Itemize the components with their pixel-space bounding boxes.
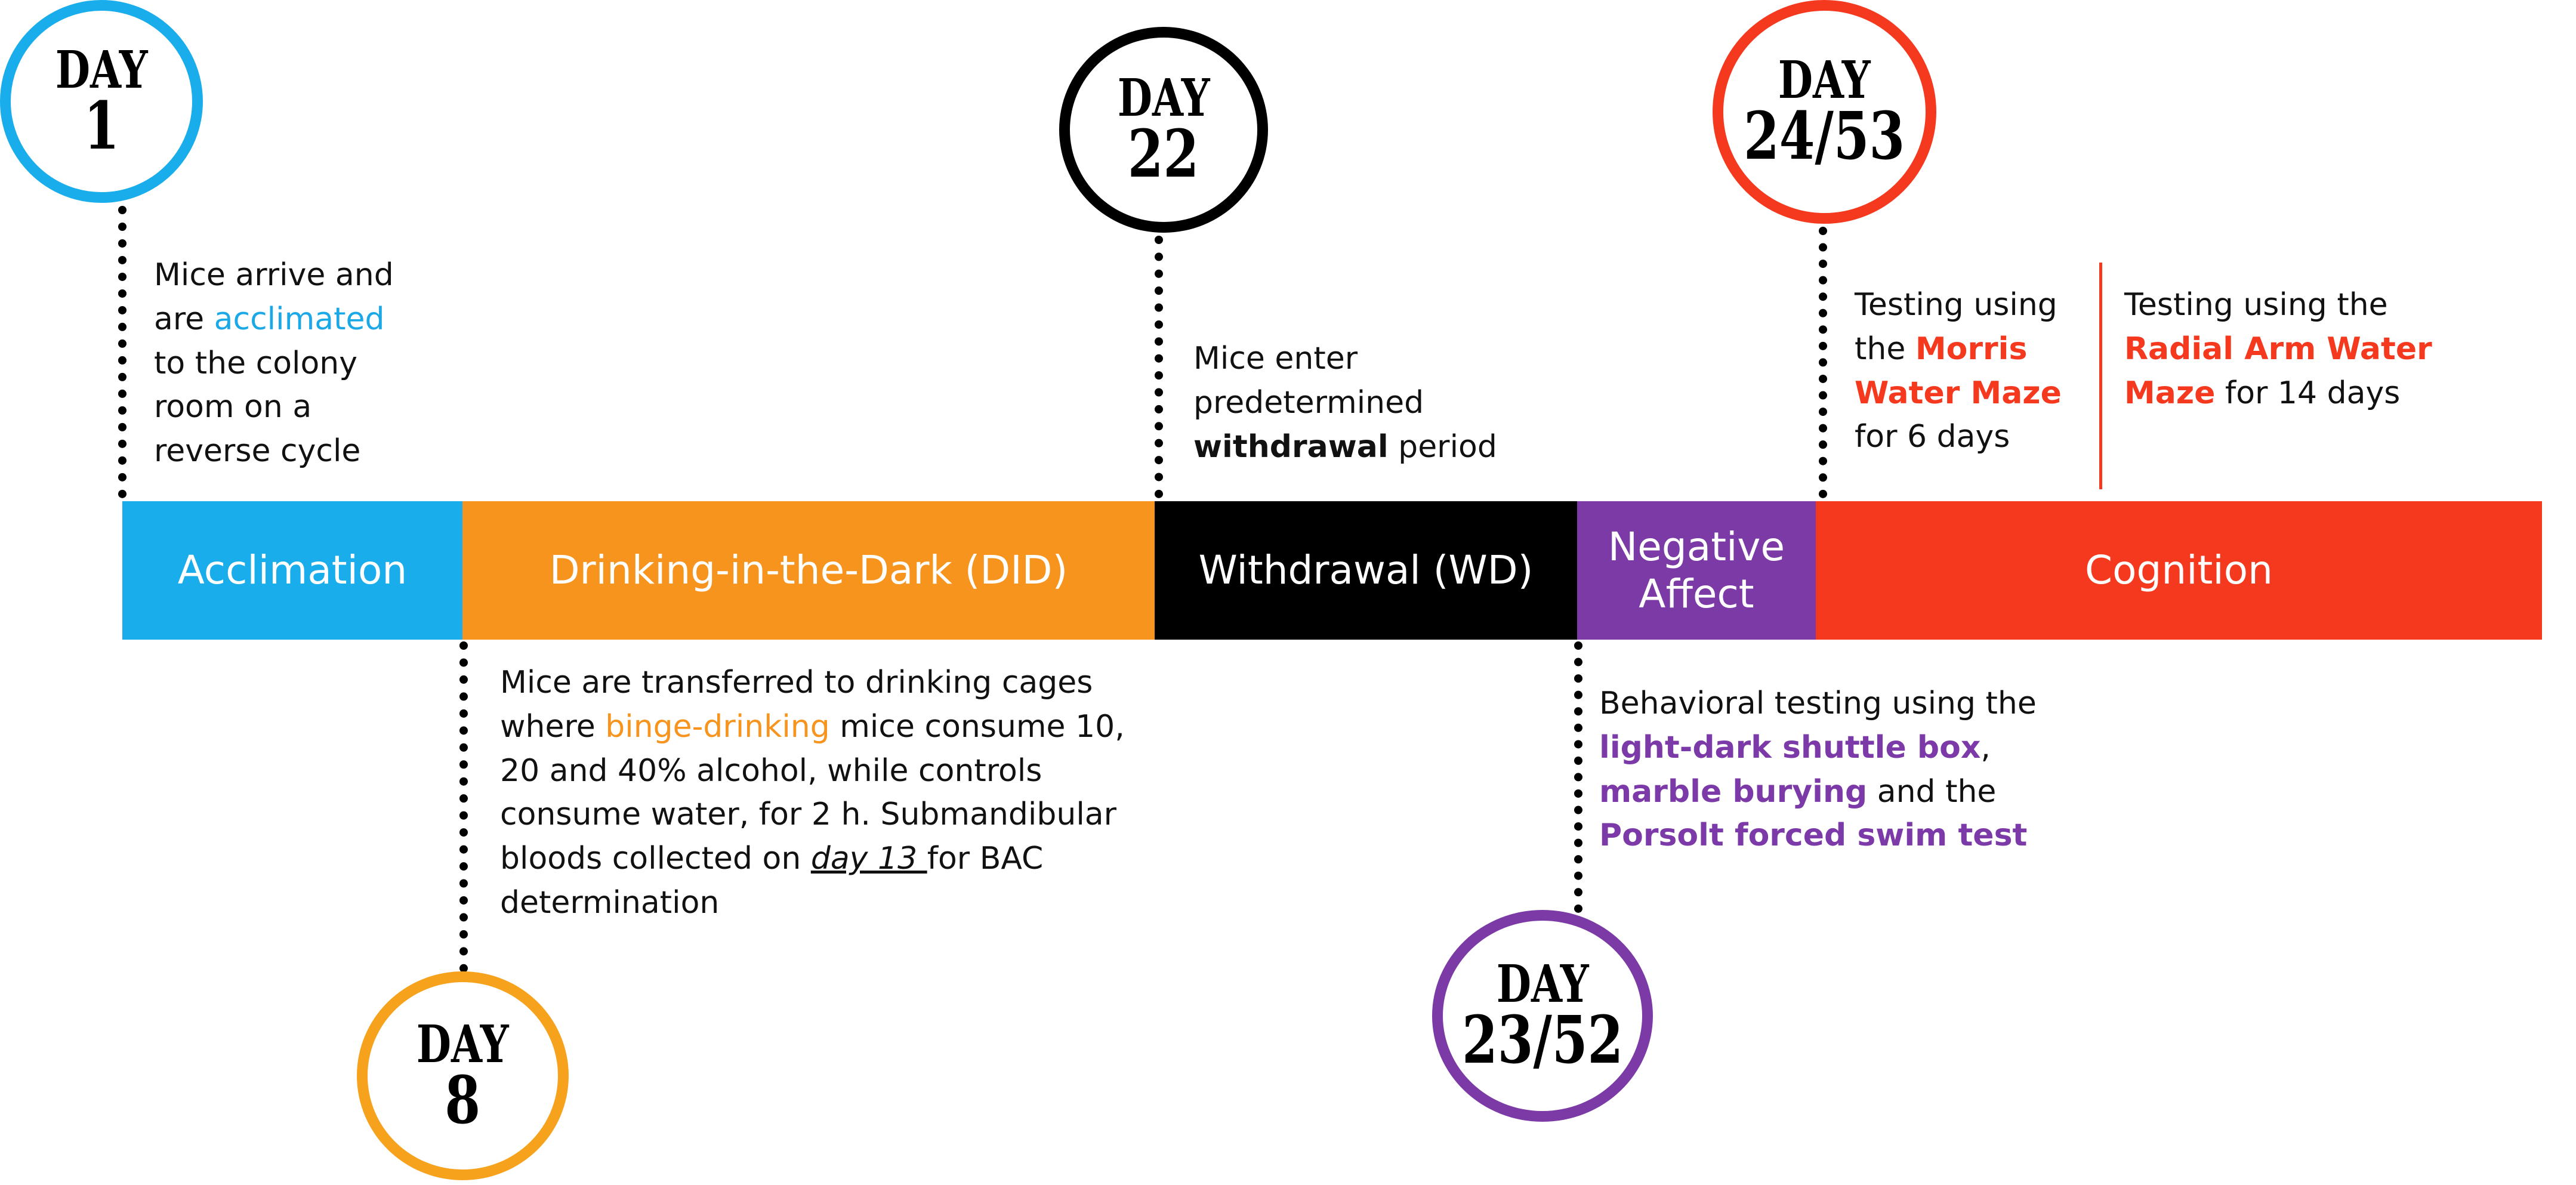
cognition-ram-note: Testing using the Radial Arm Water Maze … bbox=[2124, 283, 2432, 415]
note-highlight: acclimated bbox=[214, 301, 385, 337]
day-23-52-connector bbox=[1574, 641, 1582, 913]
note-line: Mice enter bbox=[1193, 341, 1358, 377]
day-24-53-marker: DAY 24/53 bbox=[1713, 0, 1936, 224]
note-line: Maze for 14 days bbox=[2124, 372, 2432, 416]
note-line: light-dark shuttle box, bbox=[1599, 726, 2037, 770]
note-highlight: Water Maze bbox=[1855, 375, 2062, 411]
day-23-52-label: DAY bbox=[1496, 954, 1589, 1015]
note-text: where bbox=[500, 708, 606, 745]
phase-negative-affect-label-2: Affect bbox=[1639, 571, 1754, 617]
phase-acclimation: Acclimation bbox=[122, 501, 462, 640]
note-highlight: Radial Arm Water bbox=[2124, 331, 2432, 367]
day-24-53-label: DAY bbox=[1778, 50, 1871, 111]
note-line: Testing using bbox=[1855, 287, 2057, 323]
note-text: mice consume 10, bbox=[829, 708, 1125, 745]
note-line: predetermined bbox=[1193, 384, 1424, 421]
phase-negative-affect-label-1: Negative bbox=[1608, 523, 1785, 570]
note-line: the Morris bbox=[1855, 328, 2062, 372]
note-line: Porsolt forced swim test bbox=[1599, 814, 2037, 858]
did-note: Mice are transferred to drinking cages w… bbox=[500, 661, 1125, 925]
note-line: 20 and 40% alcohol, while controls bbox=[500, 752, 1042, 789]
phase-withdrawal-label: Withdrawal (WD) bbox=[1198, 547, 1534, 594]
day-1-label: DAY bbox=[55, 39, 148, 100]
note-text: , bbox=[1980, 729, 1991, 766]
note-text: bloods collected on bbox=[500, 841, 811, 877]
day-23-52-marker: DAY 23/52 bbox=[1432, 910, 1653, 1122]
phase-withdrawal: Withdrawal (WD) bbox=[1155, 501, 1577, 640]
note-line: Water Maze bbox=[1855, 372, 2062, 416]
note-line: for 6 days bbox=[1855, 419, 2010, 455]
note-line: withdrawal period bbox=[1193, 425, 1497, 470]
note-line: consume water, for 2 h. Submandibular bbox=[500, 797, 1117, 833]
note-highlight: light-dark shuttle box bbox=[1599, 729, 1981, 766]
note-text: are bbox=[154, 301, 214, 337]
day-1-marker: DAY 1 bbox=[0, 0, 203, 203]
note-text: period bbox=[1388, 428, 1497, 465]
note-line: Behavioral testing using the bbox=[1599, 686, 2037, 721]
note-line: Mice arrive and bbox=[154, 257, 394, 293]
phase-negative-affect: Negative Affect bbox=[1577, 501, 1816, 640]
phase-cognition-label: Cognition bbox=[2085, 547, 2273, 594]
cognition-mwm-note: Testing using the Morris Water Maze for … bbox=[1855, 283, 2062, 459]
note-text: for BAC bbox=[927, 841, 1044, 877]
note-line: Mice are transferred to drinking cages bbox=[500, 665, 1093, 700]
note-line: are acclimated bbox=[154, 298, 394, 342]
note-line: marble burying and the bbox=[1599, 770, 2037, 814]
phase-drinking-in-the-dark: Drinking-in-the-Dark (DID) bbox=[462, 501, 1155, 640]
phase-acclimation-label: Acclimation bbox=[177, 547, 408, 594]
day-8-label: DAY bbox=[417, 1014, 509, 1075]
note-text: the bbox=[1855, 331, 1915, 367]
note-line: reverse cycle bbox=[154, 433, 361, 470]
note-highlight: Maze bbox=[2124, 375, 2216, 411]
note-line: where binge-drinking mice consume 10, bbox=[500, 705, 1125, 749]
note-line: Testing using the bbox=[2124, 287, 2388, 323]
day-8-marker: DAY 8 bbox=[357, 971, 569, 1180]
day-22-connector bbox=[1155, 236, 1163, 498]
day-24-53-number: 24/53 bbox=[1744, 97, 1905, 175]
day-23-52-number: 23/52 bbox=[1461, 1001, 1624, 1079]
day-24-53-connector bbox=[1819, 227, 1827, 498]
note-text: and the bbox=[1867, 773, 1997, 810]
note-highlight: Porsolt forced swim test bbox=[1599, 817, 2028, 854]
note-line: determination bbox=[500, 885, 720, 921]
phase-cognition: Cognition bbox=[1816, 501, 2542, 640]
day-8-number: 8 bbox=[445, 1061, 481, 1138]
note-highlight: withdrawal bbox=[1193, 428, 1389, 465]
note-highlight: marble burying bbox=[1599, 773, 1868, 810]
withdrawal-note: Mice enter predetermined withdrawal peri… bbox=[1193, 337, 1497, 469]
note-highlight: binge-drinking bbox=[605, 708, 830, 745]
note-line: Radial Arm Water bbox=[2124, 328, 2432, 372]
day-22-number: 22 bbox=[1128, 115, 1199, 193]
note-highlight: Morris bbox=[1915, 331, 2028, 367]
day-1-number: 1 bbox=[84, 87, 119, 164]
cognition-divider bbox=[2099, 263, 2102, 489]
day-1-connector bbox=[118, 206, 127, 498]
note-text: for 14 days bbox=[2215, 375, 2401, 411]
note-line: to the colony bbox=[154, 345, 357, 381]
day-22-marker: DAY 22 bbox=[1059, 27, 1268, 233]
day-8-connector bbox=[459, 641, 468, 973]
day-22-label: DAY bbox=[1117, 68, 1210, 129]
phase-did-label: Drinking-in-the-Dark (DID) bbox=[549, 547, 1068, 594]
negative-affect-note: Behavioral testing using the light-dark … bbox=[1599, 682, 2037, 858]
note-line: room on a bbox=[154, 389, 312, 425]
note-highlight: day 13 bbox=[810, 841, 927, 877]
note-line: bloods collected on day 13 for BAC bbox=[500, 837, 1125, 881]
acclimation-note: Mice arrive and are acclimated to the co… bbox=[154, 254, 394, 474]
